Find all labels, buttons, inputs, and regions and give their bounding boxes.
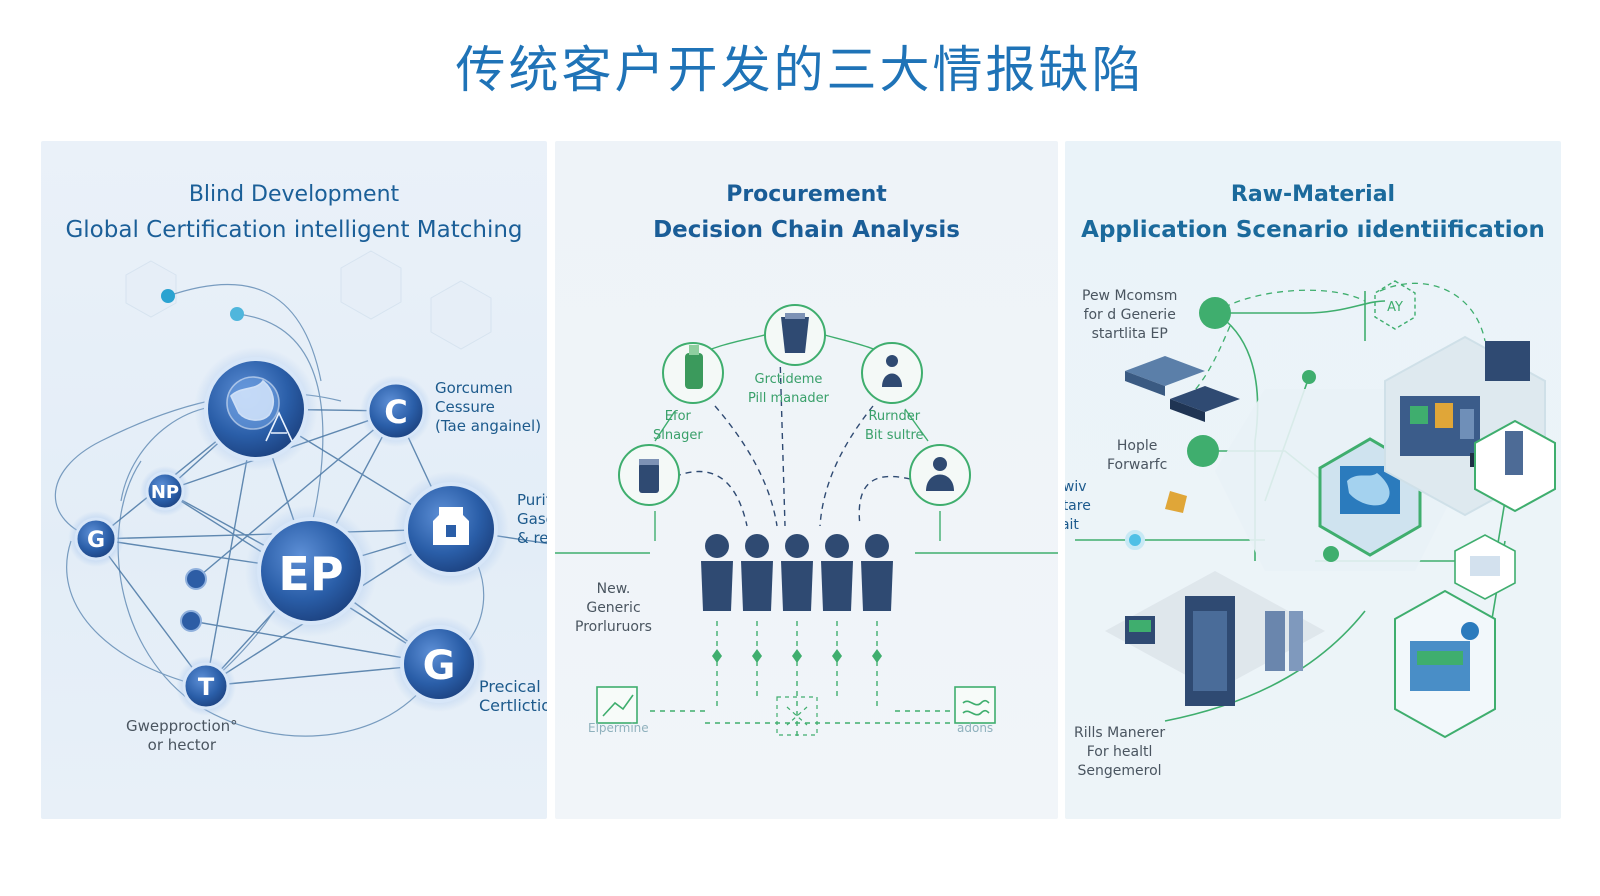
container-icon: [781, 313, 809, 353]
certification-network-diagram: C NP G EP G T: [54, 250, 547, 737]
svg-text:NP: NP: [151, 482, 179, 503]
label-adons: adons: [957, 721, 994, 735]
decision-makers-group: [701, 534, 893, 611]
svg-text:G: G: [87, 528, 105, 553]
label-purity: PurityGasgiation& recive: [517, 491, 547, 547]
page-title: 传统客户开发的三大情报缺陷: [455, 41, 1145, 99]
node-t: [182, 662, 230, 710]
svg-text:AY: AY: [1387, 300, 1403, 315]
node-ep-center: [257, 517, 365, 625]
bottle-icon: [685, 345, 703, 389]
panel-3-subheading: Application Scenario ıidentiification: [1081, 217, 1545, 243]
label-precical: PrecicalCertliction: [479, 677, 547, 715]
node-green-mid: [1187, 435, 1219, 467]
building-icon: [433, 507, 469, 545]
globe-icon: [226, 376, 293, 442]
panel-procurement: Procurement Decision Chain Analysis: [555, 141, 1058, 819]
node-blue-left: [1125, 530, 1145, 550]
node-g-large: [400, 625, 478, 703]
node-np: [145, 471, 185, 511]
machinery-icon: [1400, 341, 1530, 467]
person-icon-right: [882, 355, 902, 387]
wave-icon: [954, 686, 996, 724]
node-c: [366, 381, 426, 441]
center-dashed-box: [776, 696, 818, 736]
device-plates: [1125, 356, 1240, 422]
jar-icon: [639, 459, 659, 493]
label-gwepproction: Gwepproction°or hector: [126, 717, 238, 754]
panel-3-heading: Raw-Material: [1230, 182, 1396, 207]
panel-raw-material: Raw-Material Application Scenario ıident…: [1065, 141, 1561, 819]
label-elpermine: Elpermine: [588, 721, 649, 735]
hand-icon: [1165, 491, 1187, 513]
person-icon-right-low: [926, 457, 954, 491]
svg-text:EP: EP: [278, 547, 343, 601]
server-tower-icon: [1125, 596, 1303, 706]
svg-text:T: T: [198, 673, 215, 701]
svg-text:G: G: [423, 643, 456, 689]
node-g-small: [74, 517, 118, 561]
panel-2-heading: Procurement: [726, 182, 887, 207]
panel-blind-development: Blind Development Global Certification i…: [41, 141, 547, 819]
node-green-top: [1199, 297, 1231, 329]
label-dewiv: DewivSurtareIrait: [1065, 479, 1091, 533]
icon-node-right: [861, 342, 923, 404]
svg-text:C: C: [384, 393, 407, 431]
badge-hex: [1374, 280, 1416, 330]
panel-1-subheading: Global Certification intelligent Matchin…: [65, 217, 523, 243]
panel-1-heading: Blind Development: [188, 182, 400, 207]
application-scenario-diagram: AY: [1075, 280, 1556, 739]
panel-2-subheading: Decision Chain Analysis: [653, 217, 960, 243]
decision-chain-diagram: [555, 304, 1058, 741]
